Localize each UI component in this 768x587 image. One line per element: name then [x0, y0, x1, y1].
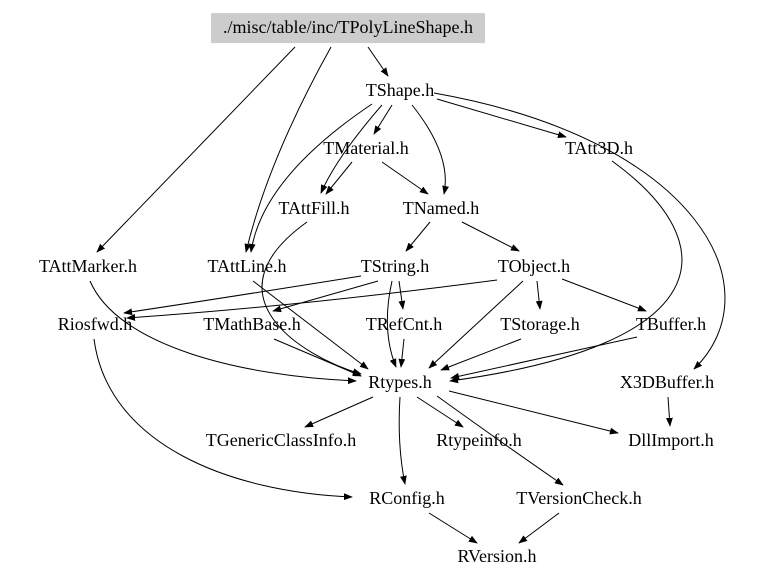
node-TAttFill.h[interactable]: TAttFill.h — [278, 198, 350, 219]
edge-TMaterial.h-to-TNamed.h — [381, 161, 429, 195]
edge-Rtypes.h-to-TGenericClassInfo.h — [304, 396, 374, 428]
edge-root-to-TAttLine.h — [244, 46, 332, 253]
node-TMathBase.h[interactable]: TMathBase.h — [203, 314, 301, 335]
edge-root-to-TAttMarker.h — [96, 46, 296, 253]
edge-TMaterial.h-to-TAttFill.h — [325, 161, 353, 195]
node-TObject.h[interactable]: TObject.h — [497, 256, 571, 277]
node-TString.h[interactable]: TString.h — [360, 256, 430, 277]
edge-Riosfwd.h-to-RConfig.h — [93, 338, 353, 501]
node-TAttLine.h[interactable]: TAttLine.h — [207, 256, 287, 277]
node-TNamed.h[interactable]: TNamed.h — [402, 198, 480, 219]
edge-TNamed.h-to-TString.h — [405, 221, 431, 252]
edge-TStorage.h-to-Rtypes.h — [440, 338, 522, 371]
edge-TRefCnt.h-to-Rtypes.h — [398, 338, 406, 368]
node-TBuffer.h[interactable]: TBuffer.h — [635, 314, 707, 335]
edge-TNamed.h-to-TObject.h — [461, 221, 520, 252]
edge-TAttFill.h-to-Rtypes.h — [261, 221, 362, 375]
node-RConfig.h[interactable]: RConfig.h — [369, 488, 445, 509]
node-TAttMarker.h[interactable]: TAttMarker.h — [38, 256, 138, 277]
edge-TObject.h-to-TBuffer.h — [561, 278, 647, 312]
edge-Rtypes.h-to-RConfig.h — [398, 396, 407, 485]
node-Rtypeinfo.h[interactable]: Rtypeinfo.h — [436, 430, 522, 451]
edge-TMathBase.h-to-Rtypes.h — [273, 338, 362, 377]
node-TAtt3D.h[interactable]: TAtt3D.h — [564, 138, 634, 159]
node-Rtypes.h[interactable]: Rtypes.h — [368, 372, 432, 393]
node-TRefCnt.h[interactable]: TRefCnt.h — [365, 314, 443, 335]
edge-TShape.h-to-TMaterial.h — [373, 104, 393, 135]
node-TStorage.h[interactable]: TStorage.h — [500, 314, 580, 335]
edge-TShape.h-to-TNamed.h — [411, 104, 449, 195]
node-DllImport.h[interactable]: DllImport.h — [628, 430, 714, 451]
edge-TObject.h-to-Riosfwd.h — [126, 279, 498, 321]
edge-TString.h-to-TMathBase.h — [272, 280, 379, 313]
edge-TString.h-to-Riosfwd.h — [123, 275, 362, 316]
edge-TBuffer.h-to-Rtypes.h — [450, 336, 638, 380]
node-Riosfwd.h[interactable]: Riosfwd.h — [57, 314, 133, 335]
node-RVersion.h[interactable]: RVersion.h — [457, 546, 537, 567]
edge-root-to-TShape.h — [367, 46, 389, 77]
node-TVersionCheck.h[interactable]: TVersionCheck.h — [516, 488, 642, 509]
node-root: ./misc/table/inc/TPolyLineShape.h — [211, 13, 485, 43]
node-TGenericClassInfo.h[interactable]: TGenericClassInfo.h — [205, 430, 357, 451]
edge-TVersionCheck.h-to-RVersion.h — [518, 512, 560, 544]
node-X3DBuffer.h[interactable]: X3DBuffer.h — [619, 372, 715, 393]
edge-TString.h-to-TRefCnt.h — [398, 280, 406, 310]
node-TShape.h[interactable]: TShape.h — [365, 80, 435, 101]
edge-TShape.h-to-TAtt3D.h — [436, 98, 567, 138]
node-TMaterial.h[interactable]: TMaterial.h — [323, 138, 409, 159]
edge-TShape.h-to-TAttLine.h — [248, 103, 373, 253]
edge-TObject.h-to-TStorage.h — [535, 280, 543, 310]
edge-X3DBuffer.h-to-DllImport.h — [666, 396, 673, 427]
edge-Rtypes.h-to-Rtypeinfo.h — [416, 396, 464, 428]
edge-Rtypes.h-to-DllImport.h — [448, 390, 619, 435]
edge-RConfig.h-to-RVersion.h — [428, 512, 478, 544]
